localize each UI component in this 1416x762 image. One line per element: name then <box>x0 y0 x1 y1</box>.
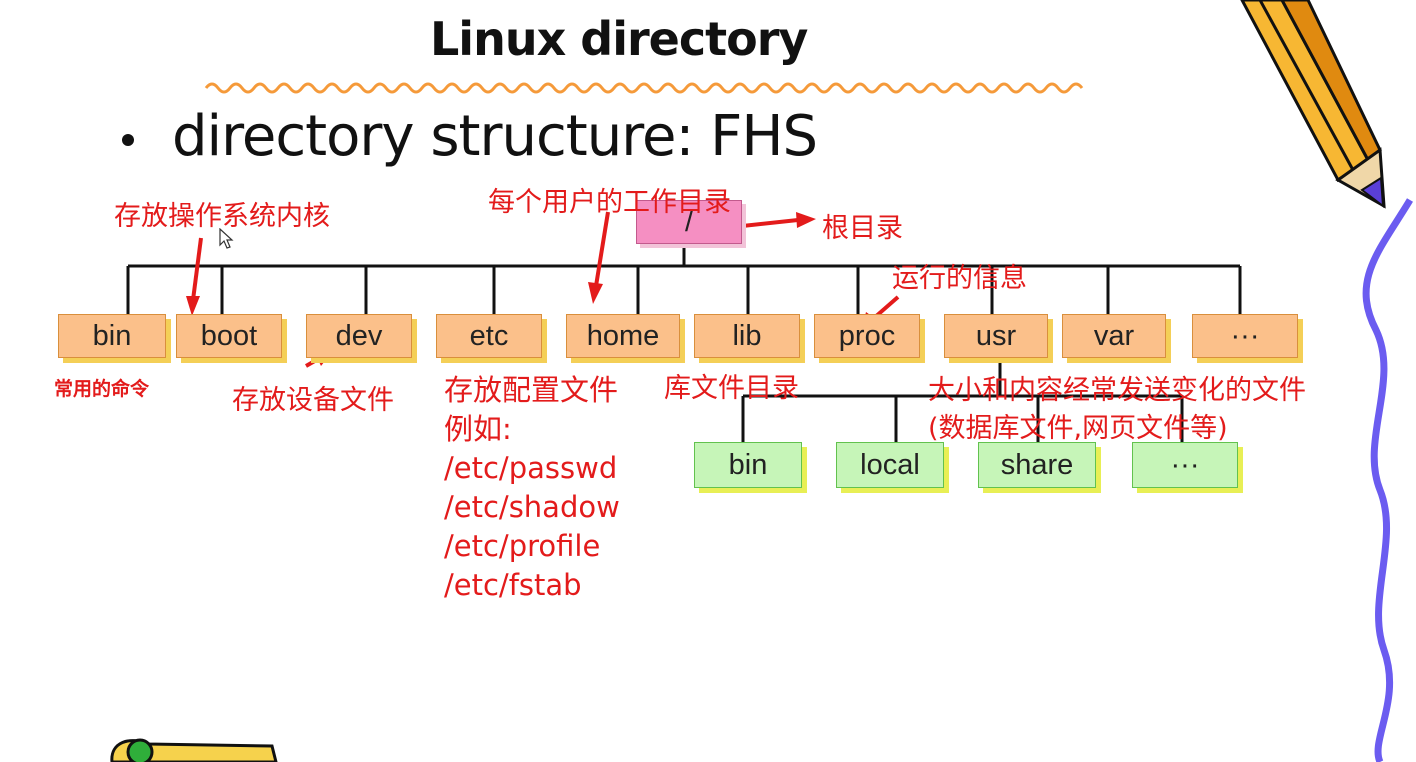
annotation-var-desc-2: (数据库文件,网页文件等) <box>928 413 1228 444</box>
dir-box-more: ··· <box>1192 314 1298 358</box>
annotation-user-home: 每个用户的工作目录 <box>488 187 731 218</box>
annotation-root-dir: 根目录 <box>822 213 903 244</box>
dir-box-bin: bin <box>58 314 166 358</box>
annotation-config-files: 存放配置文件 例如: /etc/passwd /etc/shadow /etc/… <box>444 371 620 605</box>
annotation-runtime-info: 运行的信息 <box>892 263 1027 294</box>
bullet-text: directory structure: FHS <box>172 104 818 169</box>
annotation-device-files: 存放设备文件 <box>232 385 394 416</box>
slide-title: Linux directory <box>430 12 808 66</box>
config-example-shadow: /etc/shadow <box>444 490 620 524</box>
dir-box-dev: dev <box>306 314 412 358</box>
dir-box-usr: usr <box>944 314 1048 358</box>
paper-clip-icon <box>110 738 278 762</box>
dir-box-boot: boot <box>176 314 282 358</box>
cursor-icon <box>219 228 234 249</box>
dir-box-lib: lib <box>694 314 800 358</box>
wavy-underline <box>204 82 1084 94</box>
tree-lines <box>126 244 1242 444</box>
root-directory-box: / <box>636 200 742 244</box>
annotation-common-commands: 常用的命令 <box>54 378 150 400</box>
config-example-label: 例如: <box>444 412 512 446</box>
config-example-fstab: /etc/fstab <box>444 568 582 602</box>
dir-box-proc: proc <box>814 314 920 358</box>
dir-box-var: var <box>1062 314 1166 358</box>
usr-child-share: share <box>978 442 1096 488</box>
usr-child-bin: bin <box>694 442 802 488</box>
bullet-dot <box>122 134 134 146</box>
config-title: 存放配置文件 <box>444 373 619 407</box>
pencil-icon <box>1240 0 1386 209</box>
usr-child-more: ··· <box>1132 442 1238 488</box>
config-example-profile: /etc/profile <box>444 529 601 563</box>
page-edge-decoration <box>1362 180 1416 762</box>
annotation-var-desc-1: 大小和内容经常发送变化的文件 <box>928 375 1306 406</box>
dir-box-home: home <box>566 314 680 358</box>
annotation-lib-files: 库文件目录 <box>664 373 799 404</box>
usr-child-local: local <box>836 442 944 488</box>
dir-box-etc: etc <box>436 314 542 358</box>
annotation-kernel: 存放操作系统内核 <box>114 201 330 232</box>
config-example-passwd: /etc/passwd <box>444 451 618 485</box>
